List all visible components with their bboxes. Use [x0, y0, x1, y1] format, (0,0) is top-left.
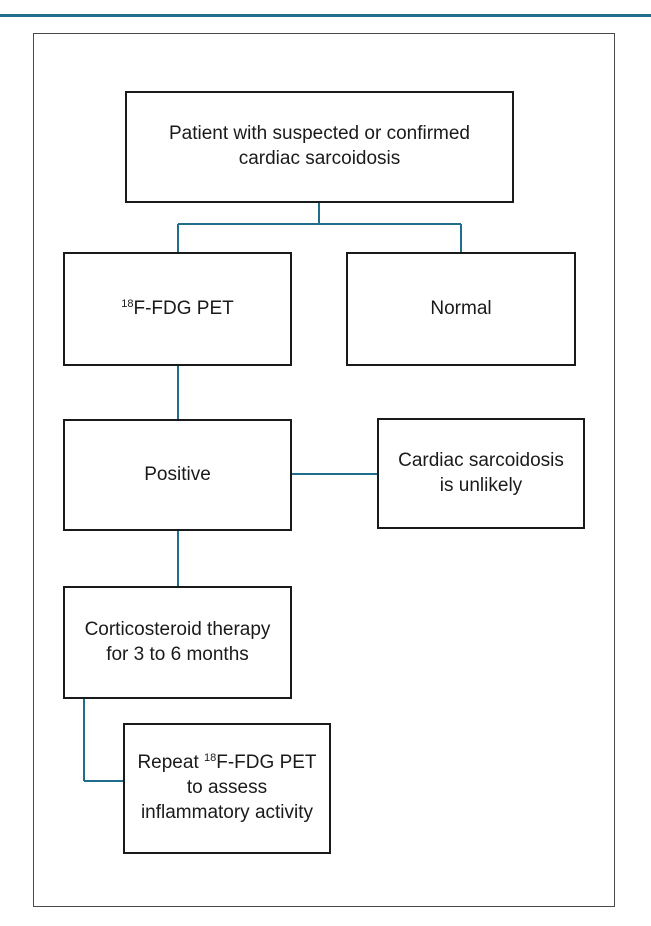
node-repeat-prefix: Repeat — [137, 752, 204, 774]
header-rule — [0, 14, 651, 17]
node-unlikely-line1: Cardiac sarcoidosis — [398, 449, 564, 471]
node-repeat-suffix: F-FDG PET — [216, 752, 317, 774]
node-positive: Positive — [63, 419, 292, 531]
node-therapy-line2: for 3 to 6 months — [106, 643, 249, 665]
node-pet-isotope: 18 — [121, 297, 134, 310]
node-patient: Patient with suspected or confirmed card… — [125, 91, 514, 203]
node-repeat-line3: inflammatory activity — [140, 801, 314, 823]
figure-frame — [33, 33, 615, 907]
node-therapy-line1: Corticosteroid therapy — [84, 618, 271, 640]
node-pet-label: F-FDG PET — [133, 297, 234, 319]
node-normal: Normal — [346, 252, 576, 366]
node-normal-label: Normal — [430, 297, 492, 319]
node-repeat-line1: Repeat 18F-FDG PET — [137, 751, 316, 776]
node-patient-line2: cardiac sarcoidosis — [238, 148, 401, 169]
node-unlikely: Cardiac sarcoidosis is unlikely — [377, 418, 585, 529]
node-unlikely-line2: is unlikely — [439, 474, 523, 496]
node-positive-label: Positive — [144, 463, 211, 485]
node-therapy: Corticosteroid therapy for 3 to 6 months — [63, 586, 292, 699]
node-repeat-line2: to assess — [186, 777, 268, 799]
node-pet: 18F-FDG PET — [63, 252, 292, 366]
node-patient-line1: Patient with suspected or confirmed — [169, 123, 470, 145]
node-repeat-isotope: 18 — [204, 752, 217, 765]
node-repeat: Repeat 18F-FDG PET to assess inflammator… — [123, 723, 331, 854]
